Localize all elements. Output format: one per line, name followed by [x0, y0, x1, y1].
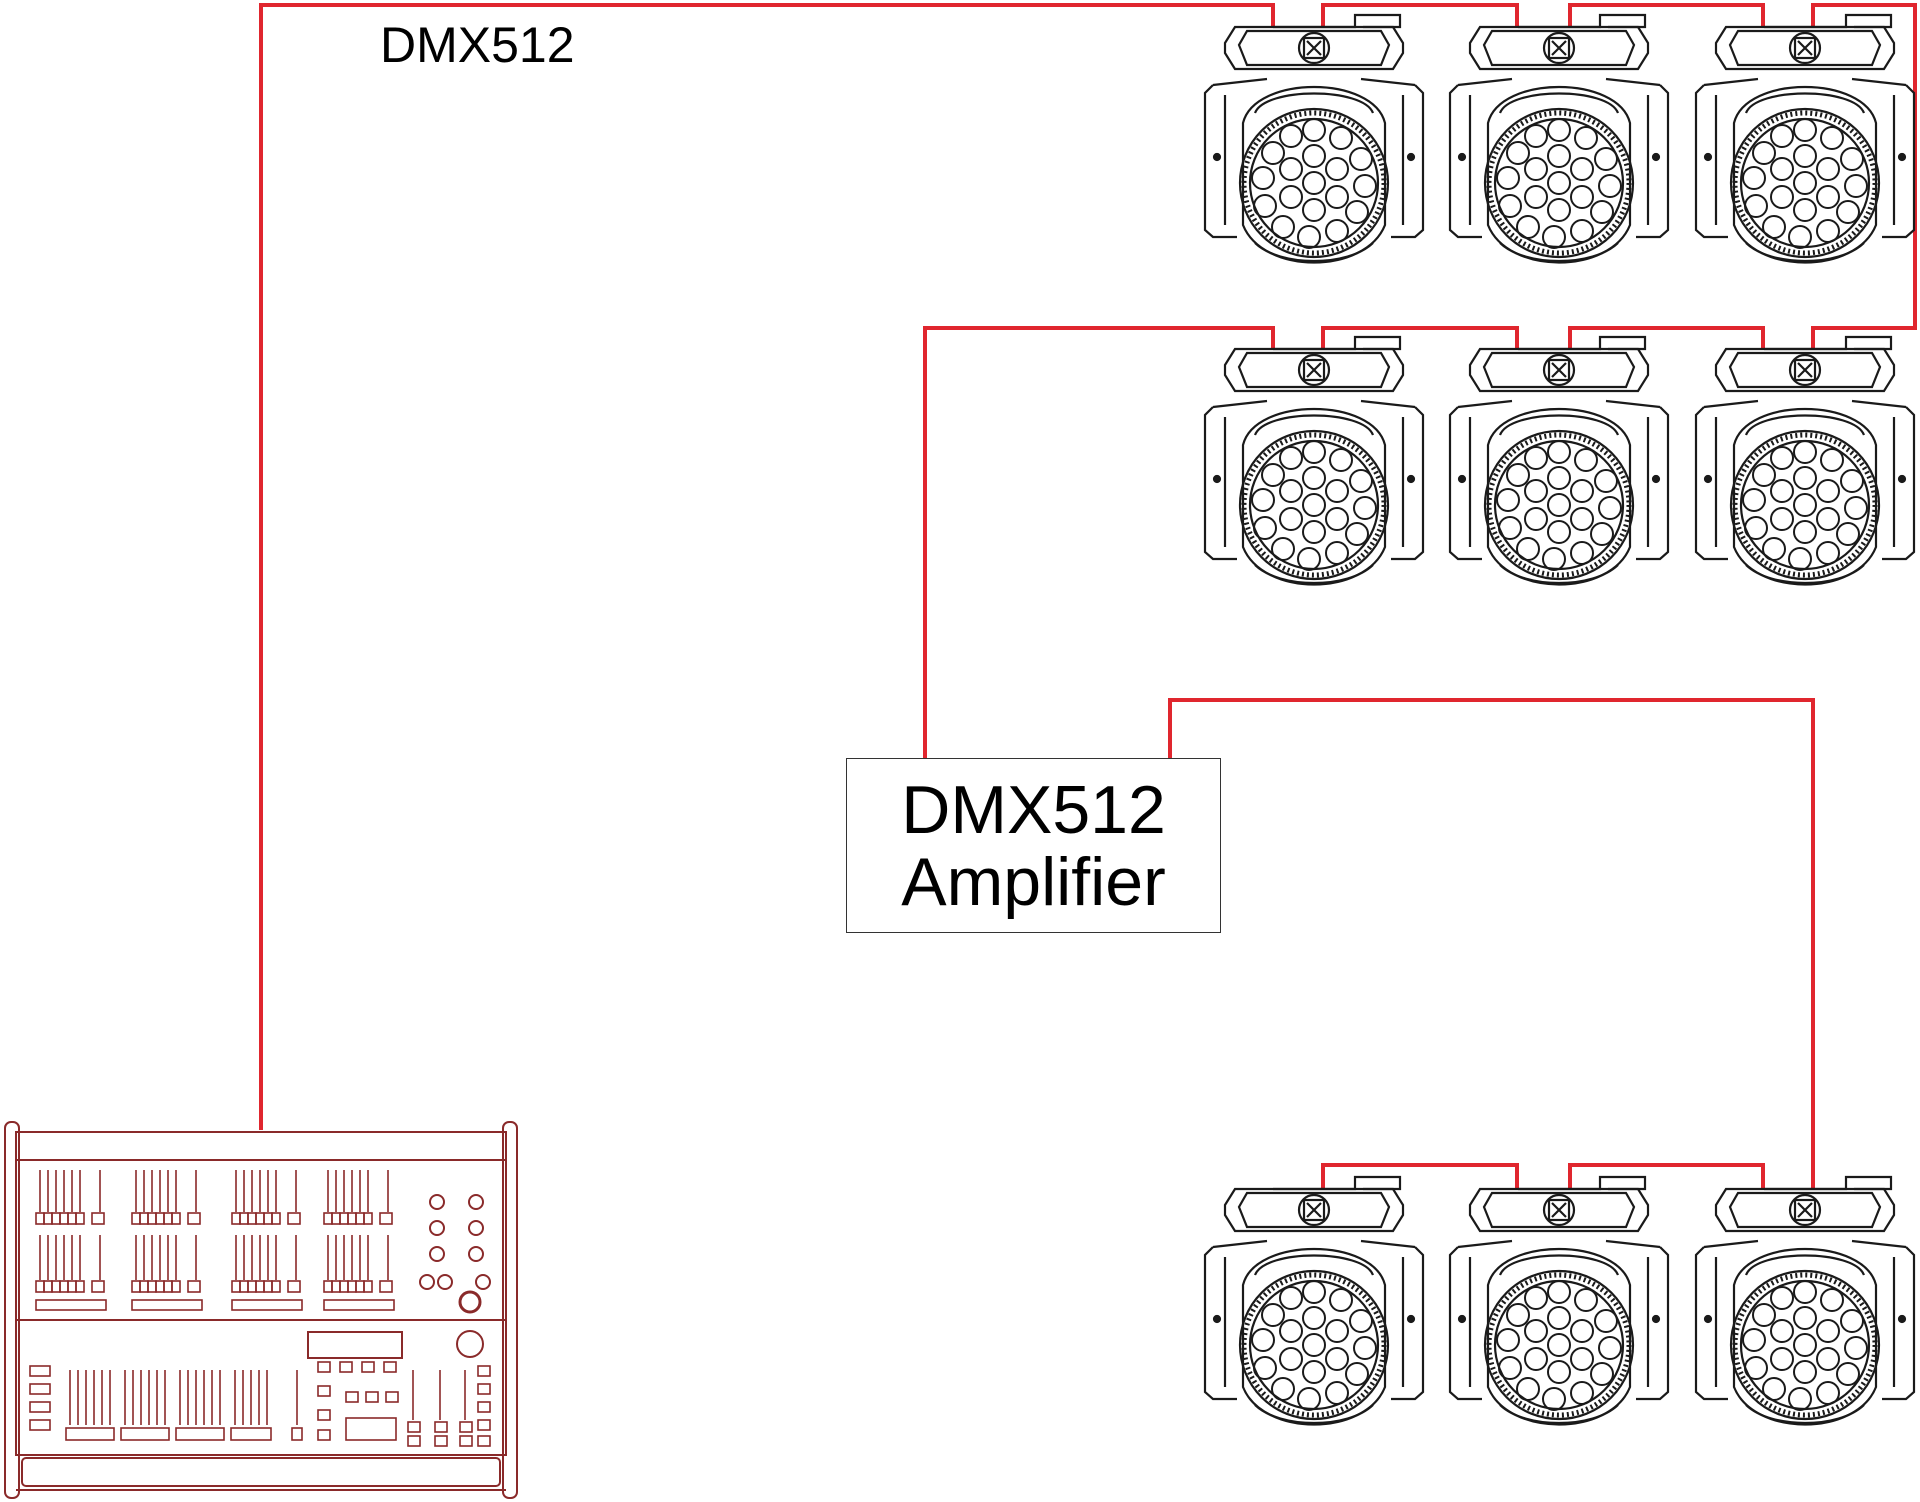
moving-head-fixture-icon [1450, 337, 1668, 585]
moving-head-fixture-icon [1696, 1177, 1914, 1425]
moving-head-fixture-icon [1696, 337, 1914, 585]
moving-head-fixture-icon [1205, 337, 1423, 585]
amplifier-label-line-1: DMX512 [901, 771, 1166, 848]
moving-head-fixture-icon [1450, 15, 1668, 263]
cable-label: DMX512 [380, 17, 575, 73]
amplifier-label-line-2: Amplifier [901, 843, 1166, 920]
moving-head-fixture-icon [1205, 1177, 1423, 1425]
moving-head-fixture-icon [1696, 15, 1914, 263]
fixture-row-3 [1205, 1177, 1914, 1425]
moving-head-fixture-icon [1205, 15, 1423, 263]
fixture-row-2 [1205, 337, 1914, 585]
moving-head-fixture-icon [1450, 1177, 1668, 1425]
dmx-cable [259, 3, 1917, 1190]
dmx-amplifier-box: DMX512 Amplifier [846, 758, 1221, 933]
lighting-console-icon [4, 1121, 518, 1499]
fixture-row-1 [1205, 15, 1914, 263]
